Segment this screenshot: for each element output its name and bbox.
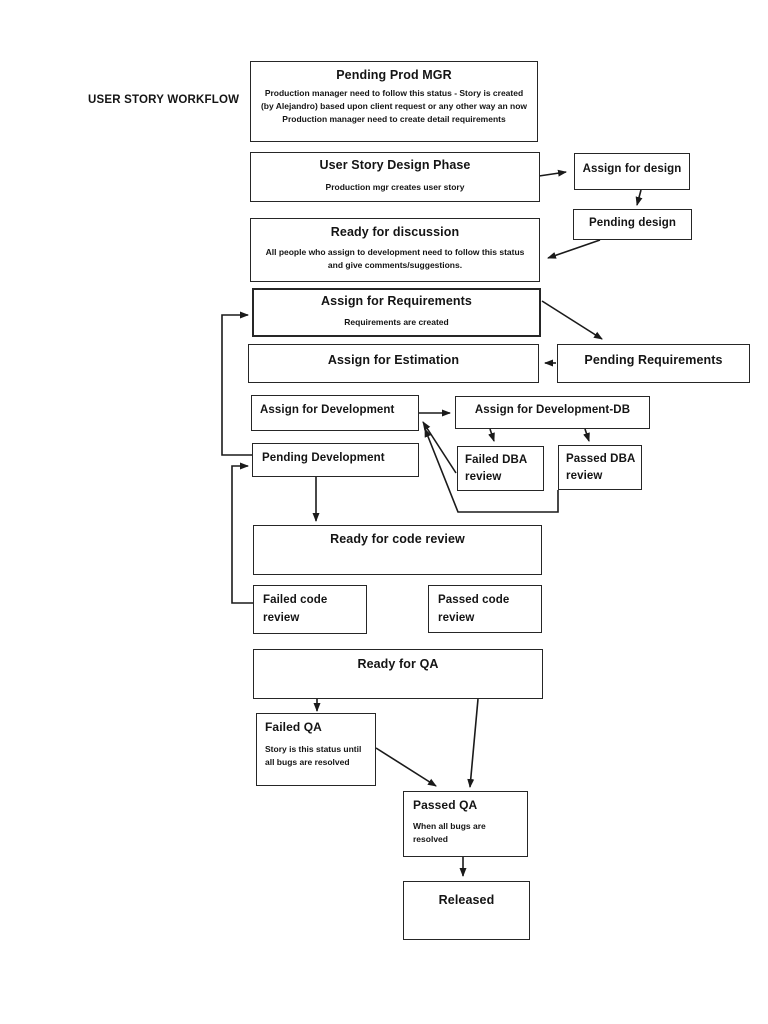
node-title: Passed code review (438, 594, 510, 624)
node-title: Assign for Development-DB (474, 404, 631, 416)
arrow-development-db-to-passed-dba (583, 428, 590, 442)
node-title: Passed QA (413, 798, 478, 812)
arrow-design-phase-to-assign-design (538, 169, 567, 177)
node-failed-dba-review: Failed DBA review (457, 446, 544, 491)
node-description: All people who assign to development nee… (265, 247, 525, 271)
arrow-passed-dba-to-assign-development (424, 428, 559, 513)
node-assign-for-development-db: Assign for Development-DB (455, 396, 650, 429)
arrow-assign-design-to-pending-design (635, 189, 643, 206)
node-title: Released (438, 893, 495, 907)
diagram-heading: USER STORY WORKFLOW (88, 94, 240, 106)
node-description: Production mgr creates user story (325, 182, 465, 193)
node-title: Passed DBA review (566, 453, 635, 483)
arrow-pending-development-to-assign-requirements (221, 311, 253, 456)
node-pending-prod-mgr: Pending Prod MGR Production manager need… (250, 61, 538, 142)
node-title: Failed QA (265, 720, 322, 734)
node-pending-development: Pending Development (252, 443, 419, 477)
node-title: Assign for Estimation (327, 353, 460, 367)
node-title: Failed DBA review (465, 454, 527, 484)
node-title: Ready for code review (330, 532, 465, 546)
node-title: Ready for discussion (330, 225, 460, 239)
node-ready-for-discussion: Ready for discussion All people who assi… (250, 218, 540, 282)
node-released: Released (403, 881, 530, 940)
arrow-development-db-to-failed-dba (488, 428, 495, 442)
node-pending-design: Pending design (573, 209, 692, 240)
node-description: Story is this status until all bugs are … (265, 743, 362, 767)
node-title: User Story Design Phase (319, 158, 471, 172)
node-ready-for-qa: Ready for QA (253, 649, 543, 699)
arrow-ready-qa-to-passed-qa (467, 698, 479, 788)
node-failed-code-review: Failed code review (253, 585, 367, 634)
node-title: Ready for QA (357, 657, 439, 671)
node-pending-requirements: Pending Requirements (557, 344, 750, 383)
arrow-failed-qa-to-passed-qa (375, 747, 437, 787)
node-description: Requirements are created (344, 317, 449, 328)
node-title: Assign for design (582, 163, 682, 175)
node-user-story-design-phase: User Story Design Phase Production mgr c… (250, 152, 540, 202)
arrow-assign-requirements-to-pending-requirements (541, 300, 603, 340)
node-description: Production manager need to follow this s… (260, 88, 528, 124)
arrow-failed-code-review-to-pending-development (231, 462, 253, 604)
node-title: Failed code review (263, 594, 328, 624)
node-passed-code-review: Passed code review (428, 585, 542, 633)
node-title: Pending design (588, 217, 676, 229)
node-title: Pending Development (262, 452, 385, 464)
node-description: When all bugs are resolved (413, 820, 486, 844)
node-title: Assign for Development (260, 404, 395, 416)
node-assign-for-requirements: Assign for Requirements Requirements are… (252, 288, 541, 337)
node-title: Pending Requirements (584, 353, 723, 367)
node-assign-for-estimation: Assign for Estimation (248, 344, 539, 383)
node-title: Assign for Requirements (321, 294, 472, 308)
node-assign-for-design: Assign for design (574, 153, 690, 190)
node-passed-dba-review: Passed DBA review (558, 445, 642, 490)
node-failed-qa: Failed QA Story is this status until all… (256, 713, 376, 786)
node-ready-for-code-review: Ready for code review (253, 525, 542, 575)
node-passed-qa: Passed QA When all bugs are resolved (403, 791, 528, 857)
node-title: Pending Prod MGR (336, 68, 452, 82)
node-assign-for-development: Assign for Development (251, 395, 419, 431)
arrow-pending-design-to-ready-discussion (547, 239, 601, 259)
